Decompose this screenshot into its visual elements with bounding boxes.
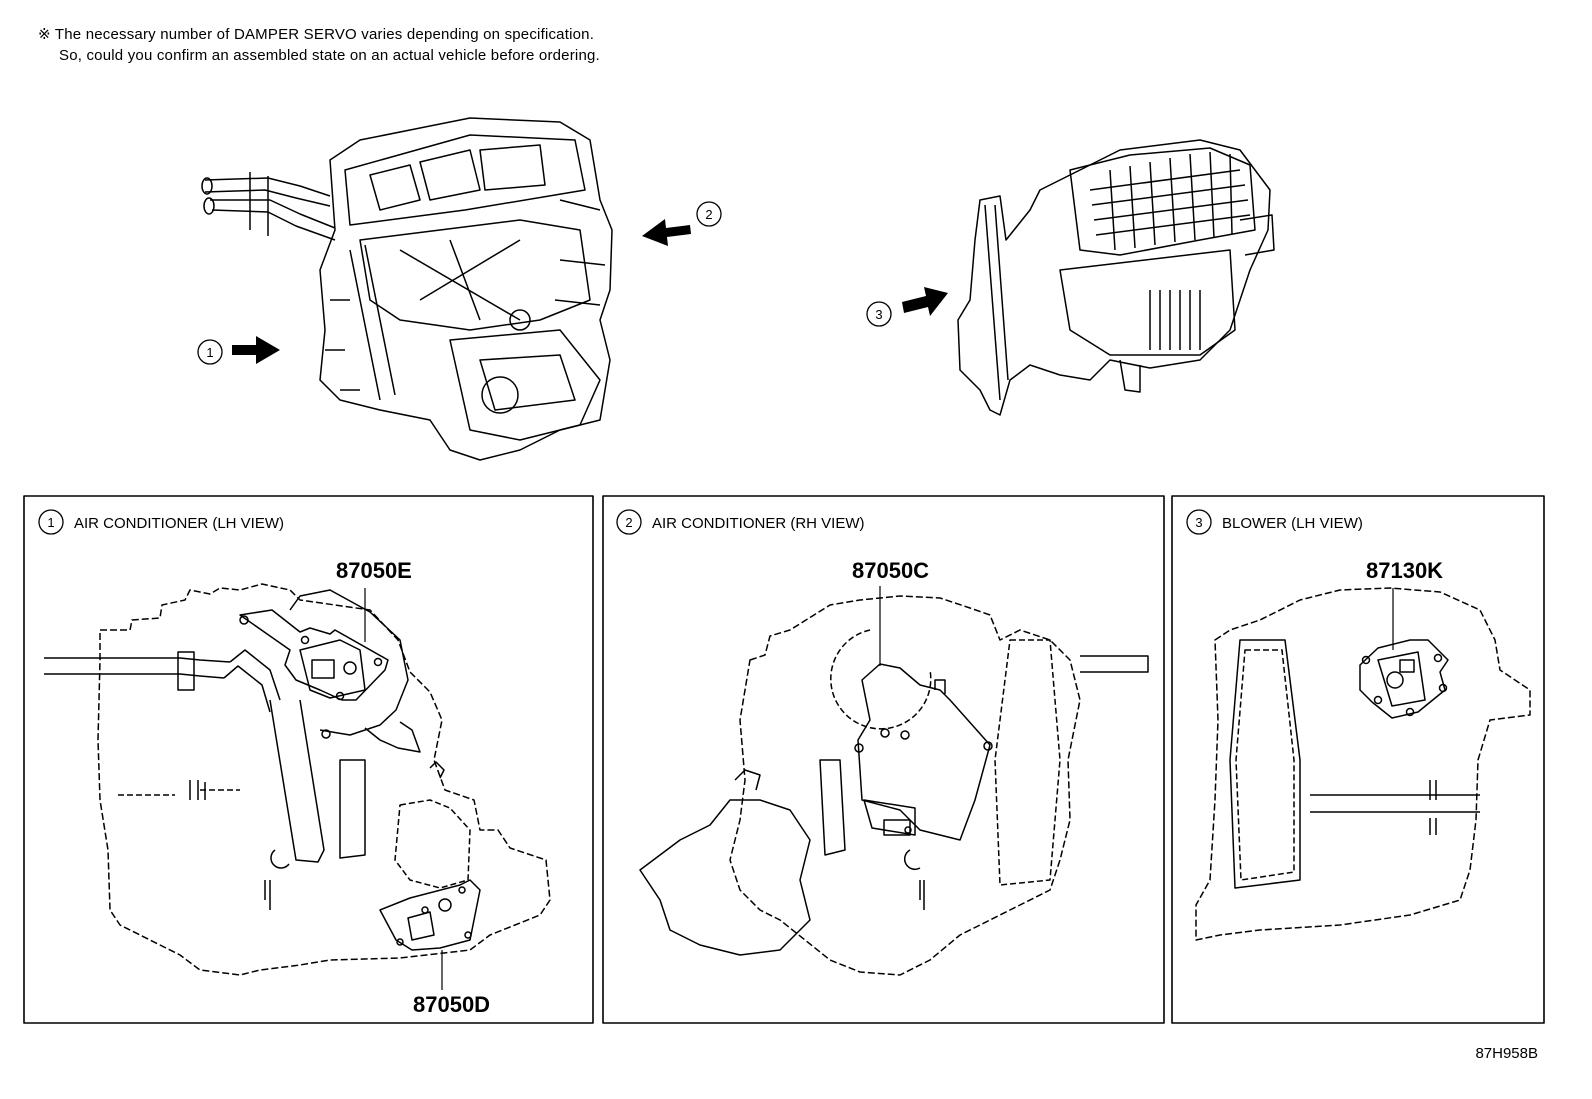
- arrow-1: [232, 336, 280, 364]
- diagram-code: 87H958B: [1475, 1045, 1538, 1062]
- callout-3: 3: [866, 301, 892, 327]
- damper-servo-87050E: [239, 609, 389, 739]
- panel-1-number: 1: [47, 515, 54, 530]
- part-number-87050C: 87050C: [852, 558, 929, 583]
- svg-text:1: 1: [206, 345, 213, 360]
- part-number-87130K: 87130K: [1366, 558, 1443, 583]
- panel-2-number: 2: [625, 515, 632, 530]
- note-line-1: ※ The necessary number of DAMPER SERVO v…: [38, 24, 600, 45]
- part-number-87050D: 87050D: [413, 992, 490, 1017]
- callout-1: 1: [197, 339, 223, 365]
- damper-servo-87050C: [854, 663, 993, 841]
- svg-text:3: 3: [875, 307, 882, 322]
- arrow-3: [902, 287, 948, 316]
- panel-1-title: AIR CONDITIONER (LH VIEW): [74, 515, 284, 532]
- damper-servo-87050D: [379, 879, 481, 951]
- panel-3-title: BLOWER (LH VIEW): [1222, 515, 1363, 532]
- blower-servo-87130K: [1359, 639, 1449, 719]
- panel-3-number: 3: [1195, 515, 1202, 530]
- callout-2: 2: [696, 201, 722, 227]
- air-conditioner-unit-illustration: [201, 117, 613, 461]
- arrow-2: [642, 219, 691, 246]
- svg-text:2: 2: [705, 207, 712, 222]
- panel-1: 1 AIR CONDITIONER (LH VIEW) 87050E: [23, 495, 594, 1024]
- part-number-87050E: 87050E: [336, 558, 412, 583]
- panel-2-title: AIR CONDITIONER (RH VIEW): [652, 515, 865, 532]
- blower-unit-illustration: [957, 139, 1275, 416]
- panel-3: 3 BLOWER (LH VIEW) 87130K: [1171, 495, 1545, 1024]
- note-line-1-text: The necessary number of DAMPER SERVO var…: [54, 26, 595, 43]
- note-line-2: So, could you confirm an assembled state…: [59, 47, 600, 64]
- specification-note: ※ The necessary number of DAMPER SERVO v…: [38, 24, 600, 66]
- panel-2: 2 AIR CONDITIONER (RH VIEW) 87050C: [602, 495, 1165, 1024]
- note-symbol: ※: [38, 26, 51, 43]
